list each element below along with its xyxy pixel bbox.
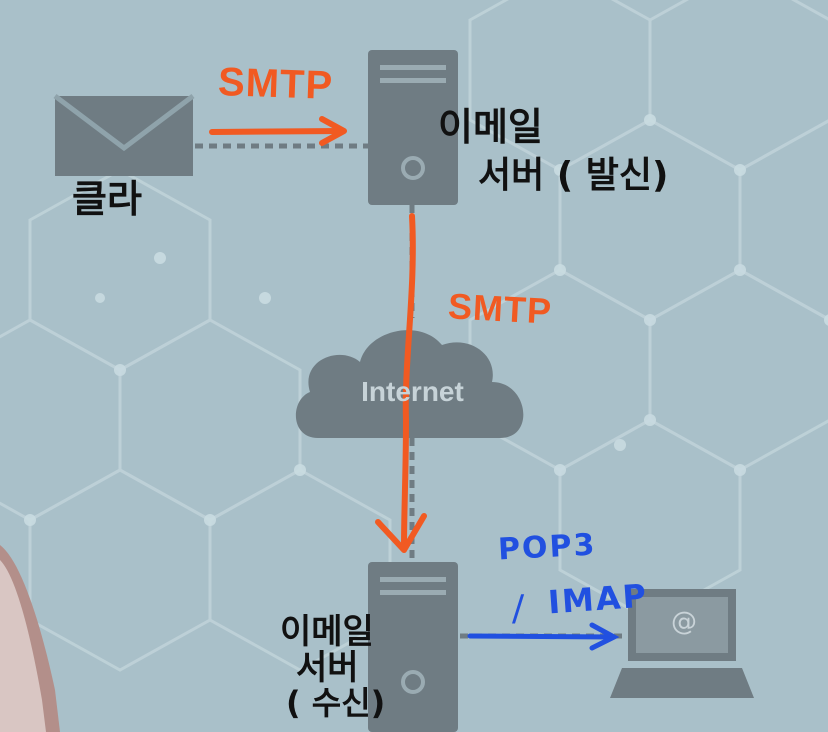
server-icon-receiving bbox=[368, 562, 458, 732]
smtp-label-middle: SMTP bbox=[447, 285, 554, 332]
smtp-arrow-top bbox=[209, 128, 345, 135]
receiving-server-label-line1: 이메일 bbox=[280, 612, 374, 652]
smtp-label-top: SMTP bbox=[217, 60, 334, 108]
pop3-label: POP3 bbox=[497, 527, 598, 568]
receiving-server-label-line2: 서버 bbox=[296, 648, 359, 688]
laptop-icon bbox=[610, 589, 754, 698]
pop3-imap-arrow bbox=[467, 633, 615, 640]
sending-server-label-line2: 서버 ( 발신) bbox=[478, 155, 669, 196]
internet-cloud-icon bbox=[295, 330, 524, 438]
server-icon-sending bbox=[368, 50, 458, 205]
laptop-screen-symbol: @ bbox=[671, 607, 697, 637]
receiving-server-label-line3: ( 수신) bbox=[286, 684, 386, 722]
envelope-icon bbox=[53, 94, 195, 176]
client-label: 클라 bbox=[72, 177, 142, 221]
imap-label: IMAP bbox=[546, 576, 650, 622]
sending-server-label-line1: 이메일 bbox=[438, 105, 543, 149]
slash-separator: / bbox=[512, 588, 527, 629]
internet-label: Internet bbox=[361, 376, 464, 407]
smtp-arrow-vertical bbox=[401, 213, 416, 551]
